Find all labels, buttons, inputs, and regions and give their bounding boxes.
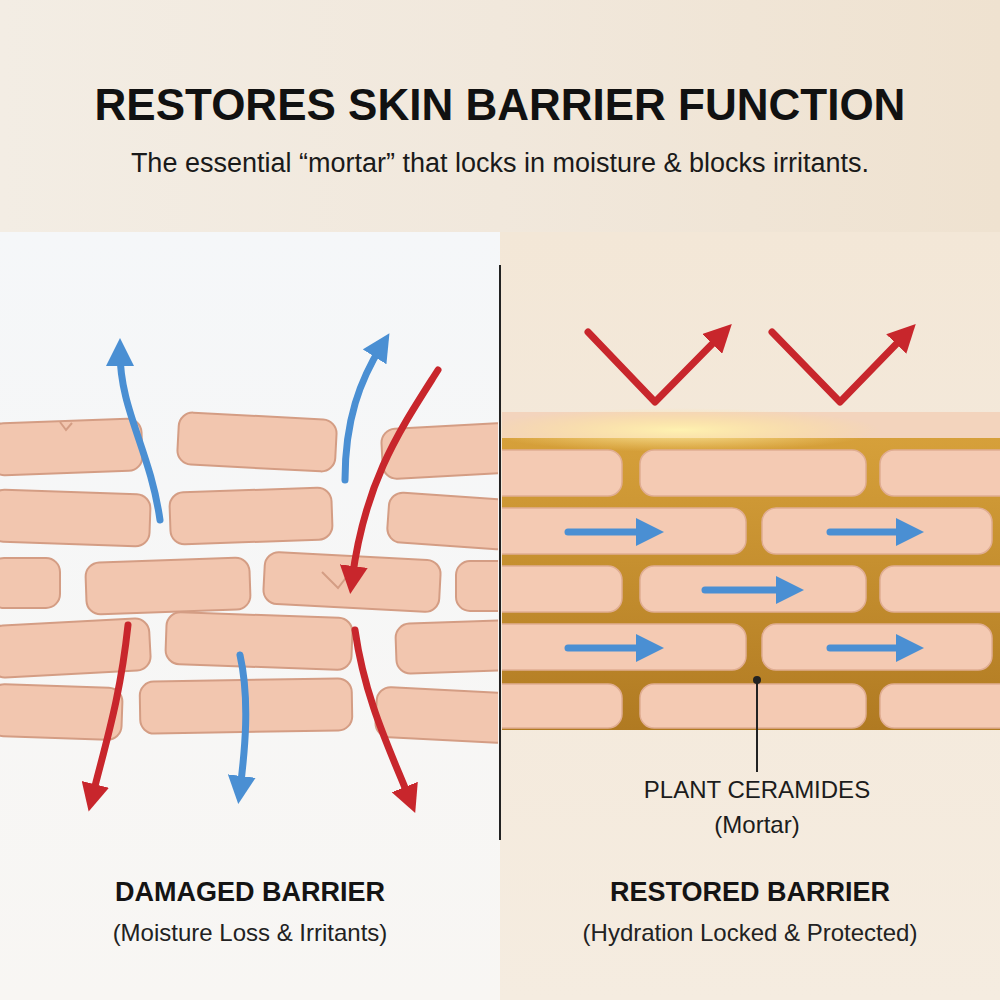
diagram-subtitle: The essential “mortar” that locks in moi… — [0, 148, 1000, 179]
panel-subheading: (Moisture Loss & Irritants) — [0, 919, 500, 947]
callout-label: PLANT CERAMIDES (Mortar) — [632, 772, 882, 842]
panel-subheading: (Hydration Locked & Protected) — [500, 919, 1000, 947]
panel-heading: RESTORED BARRIER — [500, 877, 1000, 908]
barrier-panel: DAMAGED BARRIER (Moisture Loss & Irritant… — [0, 232, 500, 1000]
barrier-panel: RESTORED BARRIER (Hydration Locked & Prot… — [500, 232, 1000, 1000]
panel-heading: DAMAGED BARRIER — [0, 877, 500, 908]
diagram-title: RESTORES SKIN BARRIER FUNCTION — [0, 80, 1000, 130]
